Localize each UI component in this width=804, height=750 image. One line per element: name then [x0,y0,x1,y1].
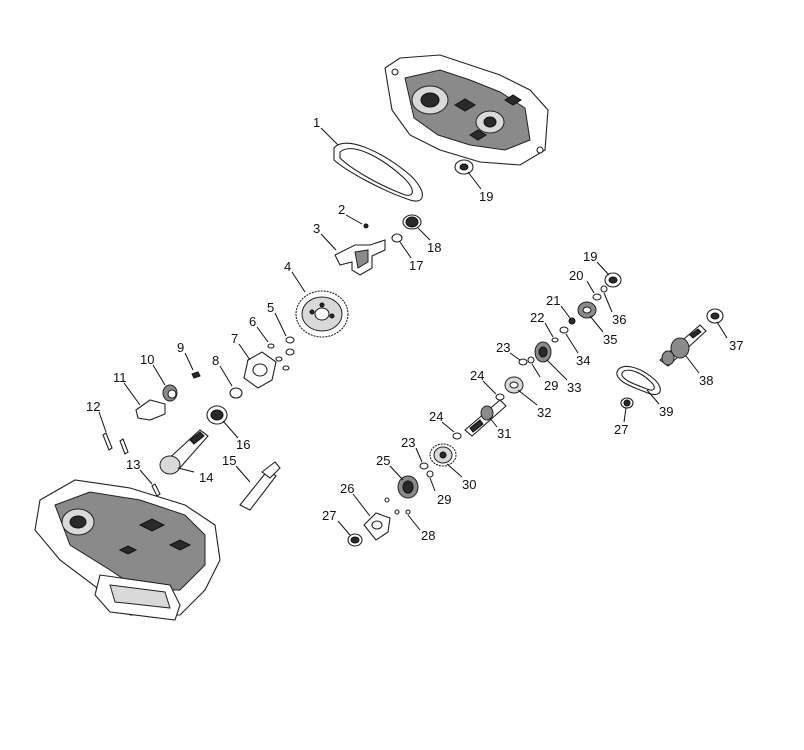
gear-33 [534,341,552,363]
callout-31: 31 [497,426,511,441]
rings-23-29-upper [518,356,535,366]
ring-17 [391,233,403,243]
gear-30 [429,443,457,467]
callout-26: 26 [340,481,354,496]
callout-5: 5 [267,300,274,315]
callout-27-right: 27 [614,422,628,437]
ring-21 [568,317,576,325]
pin-9 [191,371,201,379]
callout-12: 12 [86,399,100,414]
gear-10 [162,384,178,402]
callout-30: 30 [462,477,476,492]
callout-20: 20 [569,268,583,283]
output-shaft-38 [659,324,707,367]
ring-24-upper [495,393,505,401]
callout-labels: 1 2 3 4 5 6 7 8 9 10 11 12 13 14 15 16 1… [86,115,743,543]
callout-11: 11 [113,370,127,385]
callout-19-upper: 19 [479,189,493,204]
bearing-27-right [620,397,634,409]
callout-28: 28 [421,528,435,543]
gasket-plate-7 [243,351,277,389]
drive-belt [333,142,423,202]
callout-17: 17 [409,258,423,273]
bearing-18 [402,214,422,230]
pin-2 [363,223,369,229]
callout-32: 32 [537,405,551,420]
callout-14: 14 [199,470,213,485]
callout-7: 7 [231,331,238,346]
o-ring-8 [229,387,243,399]
callout-29-lower: 29 [437,492,451,507]
callout-36: 36 [612,312,626,327]
callout-4: 4 [284,259,291,274]
bracket-11 [135,399,166,421]
callout-29-upper: 29 [544,378,558,393]
callout-1: 1 [313,115,320,130]
callout-13: 13 [126,457,140,472]
gear-35 [577,301,597,319]
callout-33: 33 [567,380,581,395]
rings-23-29-lower [419,462,434,478]
ring-20 [592,293,602,301]
bearing-37 [706,308,724,324]
lower-crankcase-half [34,479,221,621]
chain-39 [616,365,661,396]
callout-25: 25 [376,453,390,468]
callout-24-lower: 24 [429,409,443,424]
callout-15: 15 [222,453,236,468]
callout-22: 22 [530,310,544,325]
callout-9: 9 [177,340,184,355]
gear-cluster-25 [397,475,419,499]
pin-13 [151,483,161,497]
callout-37: 37 [729,338,743,353]
callout-34: 34 [576,353,590,368]
callout-23-upper: 23 [496,340,510,355]
shaft-14 [159,429,209,475]
callout-10: 10 [140,352,154,367]
bearing-19-right [604,272,622,288]
gear-32 [504,376,524,394]
leader-lines [98,127,728,536]
shift-fork-bracket [334,239,386,276]
callout-8: 8 [212,353,219,368]
washer-36 [600,285,608,293]
callout-35: 35 [603,332,617,347]
callout-21: 21 [546,293,560,308]
callout-6: 6 [249,314,256,329]
large-gear-4 [295,290,349,338]
upper-crankcase-half [384,54,549,166]
callout-23-lower: 23 [401,435,415,450]
callout-3: 3 [313,221,320,236]
callout-38: 38 [699,373,713,388]
ring-34 [559,326,569,334]
callout-27-left: 27 [322,508,336,523]
bearing-upper [454,159,474,175]
small-pins [384,497,411,515]
callout-2: 2 [338,202,345,217]
shift-shaft-15 [239,461,281,511]
callout-18: 18 [427,240,441,255]
callout-24-upper: 24 [470,368,484,383]
studs-12 [102,432,129,455]
callout-16: 16 [236,437,250,452]
plate-26 [363,512,391,541]
shaft-31 [464,399,507,437]
ring-22 [551,337,559,343]
bearing-16 [206,405,228,425]
bearing-27-left [347,533,363,547]
callout-19-right: 19 [583,249,597,264]
ring-24-lower [452,432,462,440]
callout-39: 39 [659,404,673,419]
rings-5-6 [267,336,295,371]
